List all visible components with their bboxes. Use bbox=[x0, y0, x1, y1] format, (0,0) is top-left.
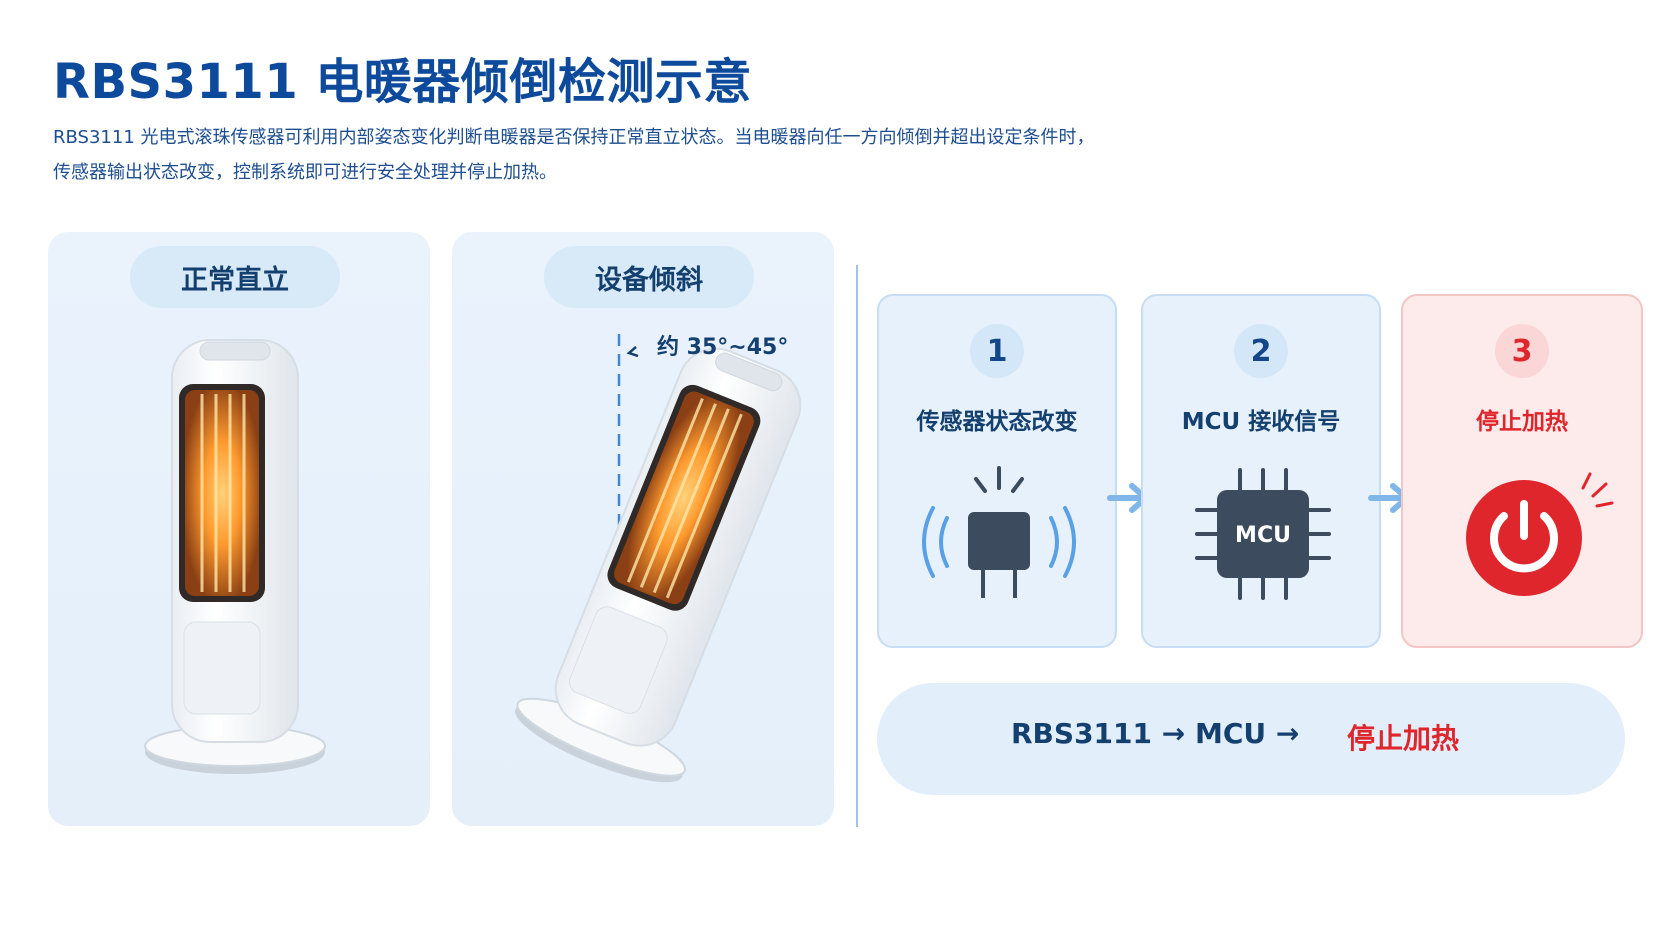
step-stop-heating: 3 停止加热 bbox=[1401, 294, 1643, 648]
step-number: 2 bbox=[1234, 324, 1288, 378]
step-sensor-change: 1 传感器状态改变 bbox=[877, 294, 1117, 648]
step-mcu-receive: 2 MCU 接收信号 MCU bbox=[1141, 294, 1381, 648]
upright-heater-illustration bbox=[144, 339, 326, 774]
step-label: MCU 接收信号 bbox=[1181, 409, 1341, 435]
power-off-icon bbox=[1466, 472, 1614, 596]
summary-flow-bar: RBS3111 → MCU → 停止加热 bbox=[877, 683, 1625, 795]
upright-label: 正常直立 bbox=[130, 246, 340, 308]
step-label: 传感器状态改变 bbox=[916, 409, 1078, 435]
summary-result-text: 停止加热 bbox=[1347, 722, 1460, 755]
summary-flow-text: RBS3111 → MCU → bbox=[1011, 717, 1300, 750]
tilted-heater-illustration: 约 35°~45° bbox=[515, 334, 802, 783]
step-number: 3 bbox=[1495, 324, 1549, 378]
description: RBS3111 光电式滚珠传感器可利用内部姿态变化判断电暖器是否保持正常直立状态… bbox=[53, 120, 1353, 190]
sensor-icon bbox=[922, 466, 1076, 598]
mcu-chip-text: MCU bbox=[1235, 523, 1291, 548]
step-number: 1 bbox=[970, 324, 1024, 378]
tilt-angle-label: 约 35°~45° bbox=[657, 334, 788, 360]
step-label: 停止加热 bbox=[1476, 409, 1568, 435]
tilted-panel: 设备倾斜 bbox=[452, 232, 834, 826]
tilted-label: 设备倾斜 bbox=[544, 246, 754, 308]
page-title: RBS3111 电暖器倾倒检测示意 bbox=[53, 54, 752, 110]
upright-panel: 正常直立 bbox=[48, 232, 430, 826]
description-line-2: 传感器输出状态改变，控制系统即可进行安全处理并停止加热。 bbox=[53, 162, 557, 183]
divider bbox=[856, 265, 858, 827]
mcu-chip-icon: MCU bbox=[1195, 468, 1331, 600]
description-line-1: RBS3111 光电式滚珠传感器可利用内部姿态变化判断电暖器是否保持正常直立状态… bbox=[53, 127, 1095, 148]
